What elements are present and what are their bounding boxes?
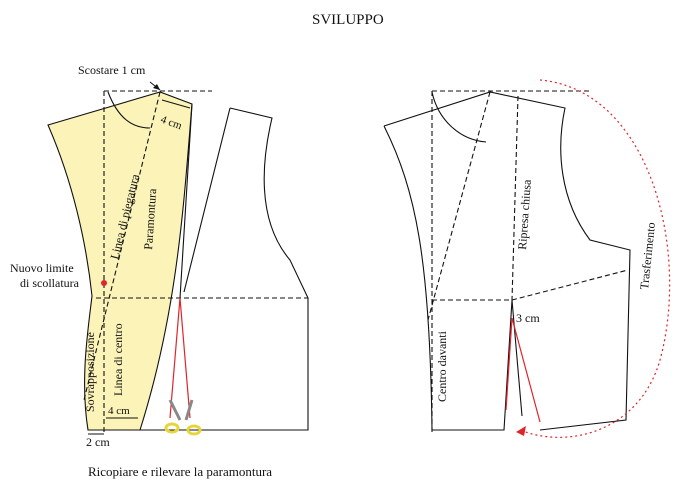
center-line-label: Linea di centro	[111, 323, 125, 396]
dim-4cm-bottom-label: 4 cm	[108, 405, 130, 417]
right-bust-dashed-2	[511, 269, 629, 301]
new-neck-limit-label-2: di scollatura	[20, 276, 80, 290]
transfer-arrowhead	[516, 426, 526, 436]
overlap-label: Sovrapposizione	[83, 332, 97, 412]
dim-2cm-label: 2 cm	[86, 435, 110, 449]
dart-line-2	[179, 297, 191, 419]
transfer-label: Trasferimento	[637, 222, 658, 291]
neckline-curve	[107, 91, 151, 129]
right-red-dart-2	[511, 317, 541, 423]
scissors-icon	[164, 399, 202, 436]
facing-label: Paramontura	[141, 187, 159, 250]
front-body-piece	[179, 103, 309, 431]
right-diagonal-dashed	[427, 91, 491, 321]
facing-area	[47, 91, 193, 431]
new-neck-limit-dot	[101, 280, 107, 286]
transfer-arc	[519, 79, 671, 438]
scostare-arrowhead	[153, 84, 160, 90]
caption: Ricopiare e rilevare la paramontura	[88, 464, 272, 479]
right-dart-dashed	[511, 95, 519, 301]
scostare-label: Scostare 1 cm	[78, 63, 146, 77]
center-front-label: Centro davanti	[435, 330, 449, 402]
fold-line	[83, 91, 161, 401]
right-neckline	[431, 91, 487, 143]
right-red-dart-1	[505, 317, 513, 411]
closed-dart-label: Ripresa chiusa	[515, 178, 534, 250]
new-neck-limit-label-1: Nuovo limite	[10, 261, 74, 275]
dim-4cm-top-line	[161, 99, 191, 109]
right-pattern	[383, 90, 631, 432]
dim-3cm-label: 3 cm	[516, 311, 540, 325]
body-left-edge	[183, 107, 231, 293]
left-pattern	[47, 81, 309, 435]
diagram-title: SVILUPPO	[312, 12, 384, 28]
right-outline	[383, 91, 631, 431]
dart-line-1	[169, 297, 181, 419]
